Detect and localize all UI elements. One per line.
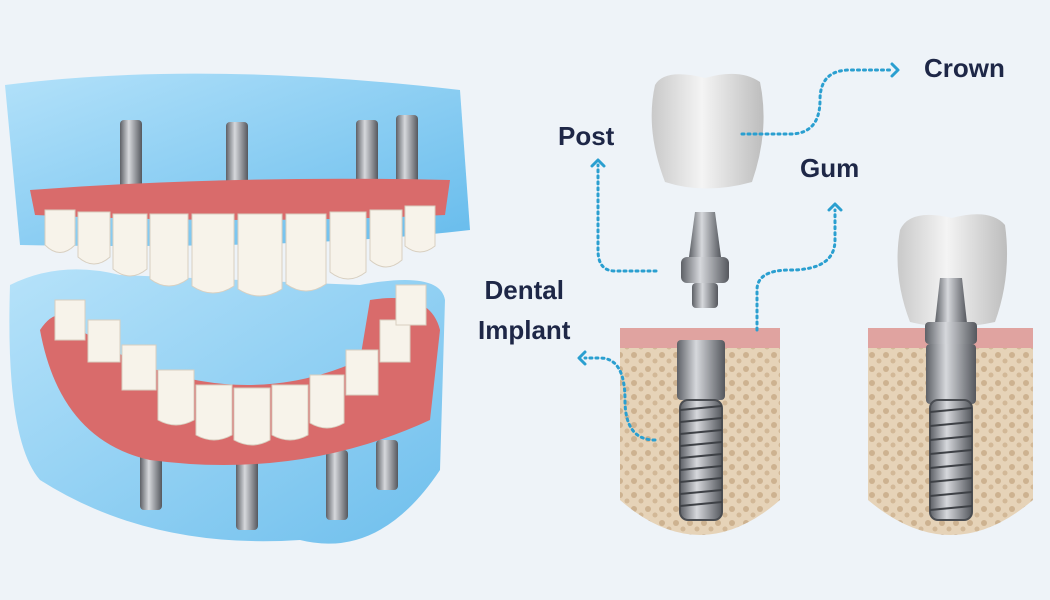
implant-leader-line [583, 356, 657, 442]
gum-label: Gum [800, 153, 860, 183]
crown-leader-line [740, 68, 894, 136]
implant-arrow-icon [577, 350, 587, 366]
post-abutment-illustration [681, 212, 729, 308]
post-arrow-icon [590, 158, 606, 168]
crown-label: Crown [924, 53, 1005, 83]
dental-implant-label-line1: Dental [484, 275, 564, 305]
post-leader-line [596, 163, 658, 273]
implant-in-bone-illustration [620, 328, 780, 535]
crown-illustration [651, 73, 764, 189]
post-label: Post [558, 121, 615, 151]
dental-implant-label: Dental Implant [478, 270, 570, 350]
full-arch-denture-illustration [5, 73, 470, 544]
crown-arrow-icon [890, 62, 900, 78]
dental-implant-label-line2: Implant [478, 315, 571, 345]
gum-arrow-icon [827, 202, 843, 212]
assembled-implant-illustration [868, 214, 1033, 535]
gum-leader-line [755, 208, 837, 332]
